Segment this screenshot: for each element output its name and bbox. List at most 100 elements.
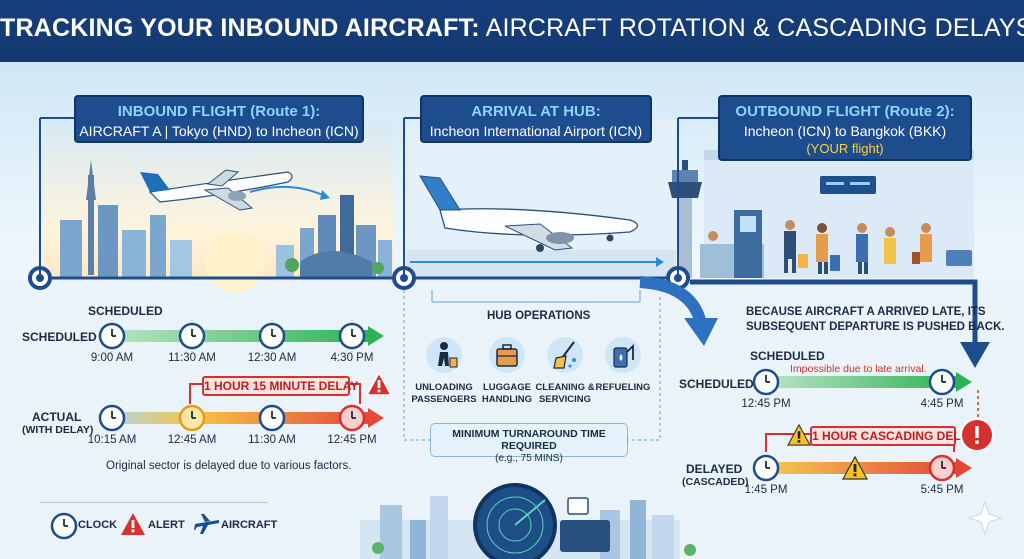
route1-actual-clock (338, 404, 366, 437)
fuel-icon (604, 336, 642, 379)
clock-icon (98, 322, 126, 355)
route1-note: Original sector is delayed due to variou… (106, 460, 352, 472)
aircraft-icon (193, 512, 221, 541)
route2-delayed-clock-time: 1:45 PM (744, 484, 788, 496)
clock-icon (928, 454, 956, 487)
route2-scheduled-clock-time: 4:45 PM (920, 398, 964, 410)
inbound-heading: INBOUND FLIGHT (Route 1): (117, 103, 321, 120)
alert-icon (787, 424, 811, 446)
route1-scheduled-clock (98, 322, 126, 355)
radar-cityscape (360, 483, 696, 559)
clock-icon (50, 512, 78, 545)
route1-actual-label: ACTUAL (32, 410, 82, 424)
hub-op-label: UNLOADING (415, 382, 473, 393)
page-title: TRACKING YOUR INBOUND AIRCRAFT: AIRCRAFT… (0, 14, 1024, 42)
clock-icon (258, 322, 286, 355)
hub-header: ARRIVAL AT HUB: Incheon International Ai… (420, 95, 652, 143)
outbound-route: Incheon (ICN) to Bangkok (BKK) (743, 123, 947, 139)
clock-icon (178, 404, 206, 437)
route1-scheduled-clock-time: 11:30 AM (168, 352, 216, 364)
clock-icon (928, 368, 956, 401)
route2-scheduled-label: SCHEDULED (679, 377, 754, 391)
route1-scheduled-clock-time: 12:30 AM (247, 352, 297, 364)
turnaround-line2: (e.g., 75 MINS) (495, 453, 563, 464)
route2-delayed-clock-time: 5:45 PM (920, 484, 964, 496)
route1-scheduled-clock-time: 4:30 PM (330, 352, 374, 364)
route2-explanation-2: SUBSEQUENT DEPARTURE IS PUSHED BACK. (746, 321, 1005, 333)
route1-scheduled-bar (100, 326, 384, 346)
route1-scheduled-clock-time: 9:00 AM (90, 352, 134, 364)
hub-op-label: LUGGAGE (482, 382, 532, 393)
route2-impossible-note: Impossible due to late arrival. (790, 363, 927, 375)
route1-delay-text: 1 HOUR 15 MINUTE DELAY (204, 379, 359, 393)
outbound-heading: OUTBOUND FLIGHT (Route 2): (735, 103, 955, 120)
cleaning-icon (546, 336, 584, 379)
hub-op-label: PASSENGERS (411, 394, 477, 405)
route1-scheduled-clock (178, 322, 206, 355)
alert-circle-icon (960, 418, 994, 452)
legend-divider (40, 502, 268, 503)
route1-actual-clock-time: 11:30 AM (248, 434, 296, 446)
turnaround-box: MINIMUM TURNAROUND TIME REQUIRED (e.g., … (430, 423, 628, 464)
route1-scheduled-header: SCHEDULED (88, 304, 163, 318)
clock-icon (752, 368, 780, 401)
route1-scheduled-clock (338, 322, 366, 355)
hub-op-label: CLEANING & (535, 382, 595, 393)
route2-scheduled-bar (760, 372, 972, 392)
route2-scheduled-header: SCHEDULED (750, 349, 825, 363)
hub-airport: Incheon International Airport (ICN) (429, 123, 643, 139)
route2-delay-badge: 1 HOUR CASCADING DELAY (810, 426, 976, 446)
outbound-header: OUTBOUND FLIGHT (Route 2): Incheon (ICN)… (718, 95, 972, 161)
inbound-header: INBOUND FLIGHT (Route 1): AIRCRAFT A | T… (74, 95, 364, 143)
inbound-aircraft (140, 169, 330, 211)
route2-delayed-label: DELAYED (686, 462, 743, 476)
route1-scheduled-label: SCHEDULED (22, 330, 97, 344)
route2-scheduled-clock (752, 368, 780, 401)
route2-delayed-clock (928, 454, 956, 487)
hub-heading: ARRIVAL AT HUB: (471, 103, 601, 120)
alert-icon (366, 372, 392, 396)
alert-icon (842, 456, 868, 480)
route1-scheduled-clock (258, 322, 286, 355)
clock-icon (338, 404, 366, 437)
control-tower (668, 160, 702, 278)
outbound-yours: (YOUR flight) (806, 141, 884, 156)
route1-actual-clock-time: 12:45 PM (327, 434, 377, 446)
title-bar: TRACKING YOUR INBOUND AIRCRAFT: AIRCRAFT… (0, 0, 1024, 62)
route2-explanation-1: BECAUSE AIRCRAFT A ARRIVED LATE, ITS (746, 306, 986, 318)
route2-scheduled-clock-time: 12:45 PM (741, 398, 791, 410)
clock-icon (752, 454, 780, 487)
hub-scene (406, 120, 676, 278)
route1-actual-clock (178, 404, 206, 437)
inbound-route: AIRCRAFT A | Tokyo (HND) to Incheon (ICN… (79, 123, 359, 139)
clock-icon (98, 404, 126, 437)
route1-actual-label-sub: (WITH DELAY) (22, 424, 94, 436)
route1-actual-clock-time: 12:45 AM (167, 434, 217, 446)
luggage-icon (488, 336, 526, 379)
hub-op-label: REFUELING (595, 382, 651, 393)
tokyo-skyline (44, 120, 394, 292)
route2-scheduled-clock (928, 368, 956, 401)
route1-delay-badge: 1 HOUR 15 MINUTE DELAY (202, 376, 358, 396)
route2-delay-text: 1 HOUR CASCADING DELAY (812, 429, 977, 443)
legend-label: ALERT (148, 519, 185, 531)
clock-icon (178, 322, 206, 355)
hub-operations-title: HUB OPERATIONS (487, 310, 591, 322)
turnaround-line1: MINIMUM TURNAROUND TIME REQUIRED (452, 428, 606, 452)
sparkle-icon (967, 500, 1003, 536)
clock-icon (338, 322, 366, 355)
route1-actual-clock (258, 404, 286, 437)
terminal-scene (700, 150, 974, 278)
main-timeline (28, 117, 990, 368)
route2-delayed-clock (752, 454, 780, 487)
clock-icon (258, 404, 286, 437)
hub-op-label: HANDLING (481, 394, 533, 405)
route1-actual-clock-time: 10:15 AM (87, 434, 137, 446)
alert-icon (120, 512, 146, 541)
legend-label: CLOCK (78, 519, 118, 531)
passenger-icon (425, 336, 463, 379)
legend-label: AIRCRAFT (221, 519, 278, 531)
hub-op-label: SERVICING (538, 394, 592, 405)
route1-actual-clock (98, 404, 126, 437)
